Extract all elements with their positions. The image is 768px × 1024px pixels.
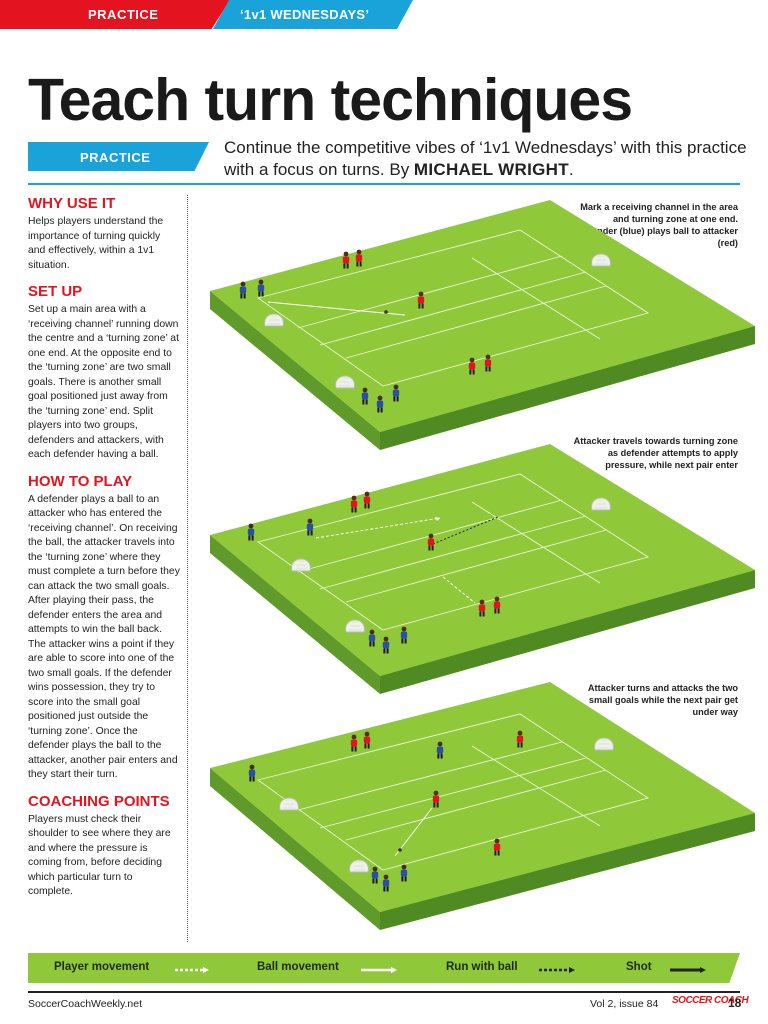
section-heading-why: WHY USE IT — [28, 195, 116, 212]
footer-brand-logo: SOCCER COACH — [672, 995, 749, 1006]
section-heading-howtoplay: HOW TO PLAY — [28, 472, 133, 490]
series-tab: ‘1v1 WEDNESDAYS’ — [213, 0, 413, 29]
footer-rule — [28, 991, 740, 993]
standfirst-end: . — [568, 160, 574, 179]
key-shot: Shot — [626, 961, 652, 973]
key-run-with-ball: Run with ball — [446, 961, 518, 973]
section-tab-label: PRACTICE — [88, 7, 159, 22]
page-number: 18 — [728, 996, 742, 1010]
diagram-key: Player movement Ball movement Run with b… — [28, 953, 740, 983]
diagram-caption-1: Mark a receiving channel in the area and… — [577, 202, 738, 248]
standfirst-text: Continue the competitive vibes of ‘1v1 W… — [224, 138, 747, 179]
series-tab-label: ‘1v1 WEDNESDAYS’ — [240, 7, 370, 22]
author-name: MICHAEL WRIGHT — [413, 160, 569, 179]
section-body-coaching: Players must check their shoulder to see… — [28, 813, 171, 898]
sidebar: WHY USE IT Helps players understand the … — [28, 195, 180, 900]
shot-arrow-icon — [670, 967, 706, 973]
section-body-why: Helps players understand the importance … — [28, 216, 164, 271]
standfirst: Continue the competitive vibes of ‘1v1 W… — [224, 137, 754, 181]
footer-issue: Vol 2, issue 84 — [590, 998, 659, 1010]
section-heading-coaching: COACHING POINTS — [28, 792, 170, 810]
section-tab: PRACTICE — [0, 0, 230, 29]
black-dashed-arrow-icon — [539, 967, 575, 973]
column-divider — [187, 195, 188, 942]
dashed-arrow-icon — [175, 967, 209, 973]
practice-badge-label: PRACTICE — [80, 150, 151, 165]
section-body-howtoplay: A defender plays a ball to an attacker w… — [28, 493, 180, 781]
header-rule — [28, 183, 740, 185]
section-heading-setup: SET UP — [28, 283, 83, 300]
key-player-movement: Player movement — [54, 961, 150, 973]
key-ball-movement: Ball movement — [257, 961, 339, 973]
diagram-caption-3: Attacker turns and attacks the two small… — [587, 683, 738, 717]
footer-website: SoccerCoachWeekly.net — [28, 998, 142, 1010]
diagram-caption-2: Attacker travels towards turning zone as… — [573, 436, 738, 470]
practice-badge: PRACTICE — [28, 142, 209, 171]
page-title: Teach turn techniques — [28, 67, 633, 133]
practice-diagrams — [210, 200, 755, 930]
pitch-diagram-3 — [210, 682, 755, 930]
pitch-diagram-2 — [210, 444, 755, 694]
section-body-setup: Set up a main area with a ‘receiving cha… — [28, 304, 179, 460]
solid-arrow-icon — [361, 967, 397, 973]
pitch-diagram-1 — [210, 200, 755, 450]
